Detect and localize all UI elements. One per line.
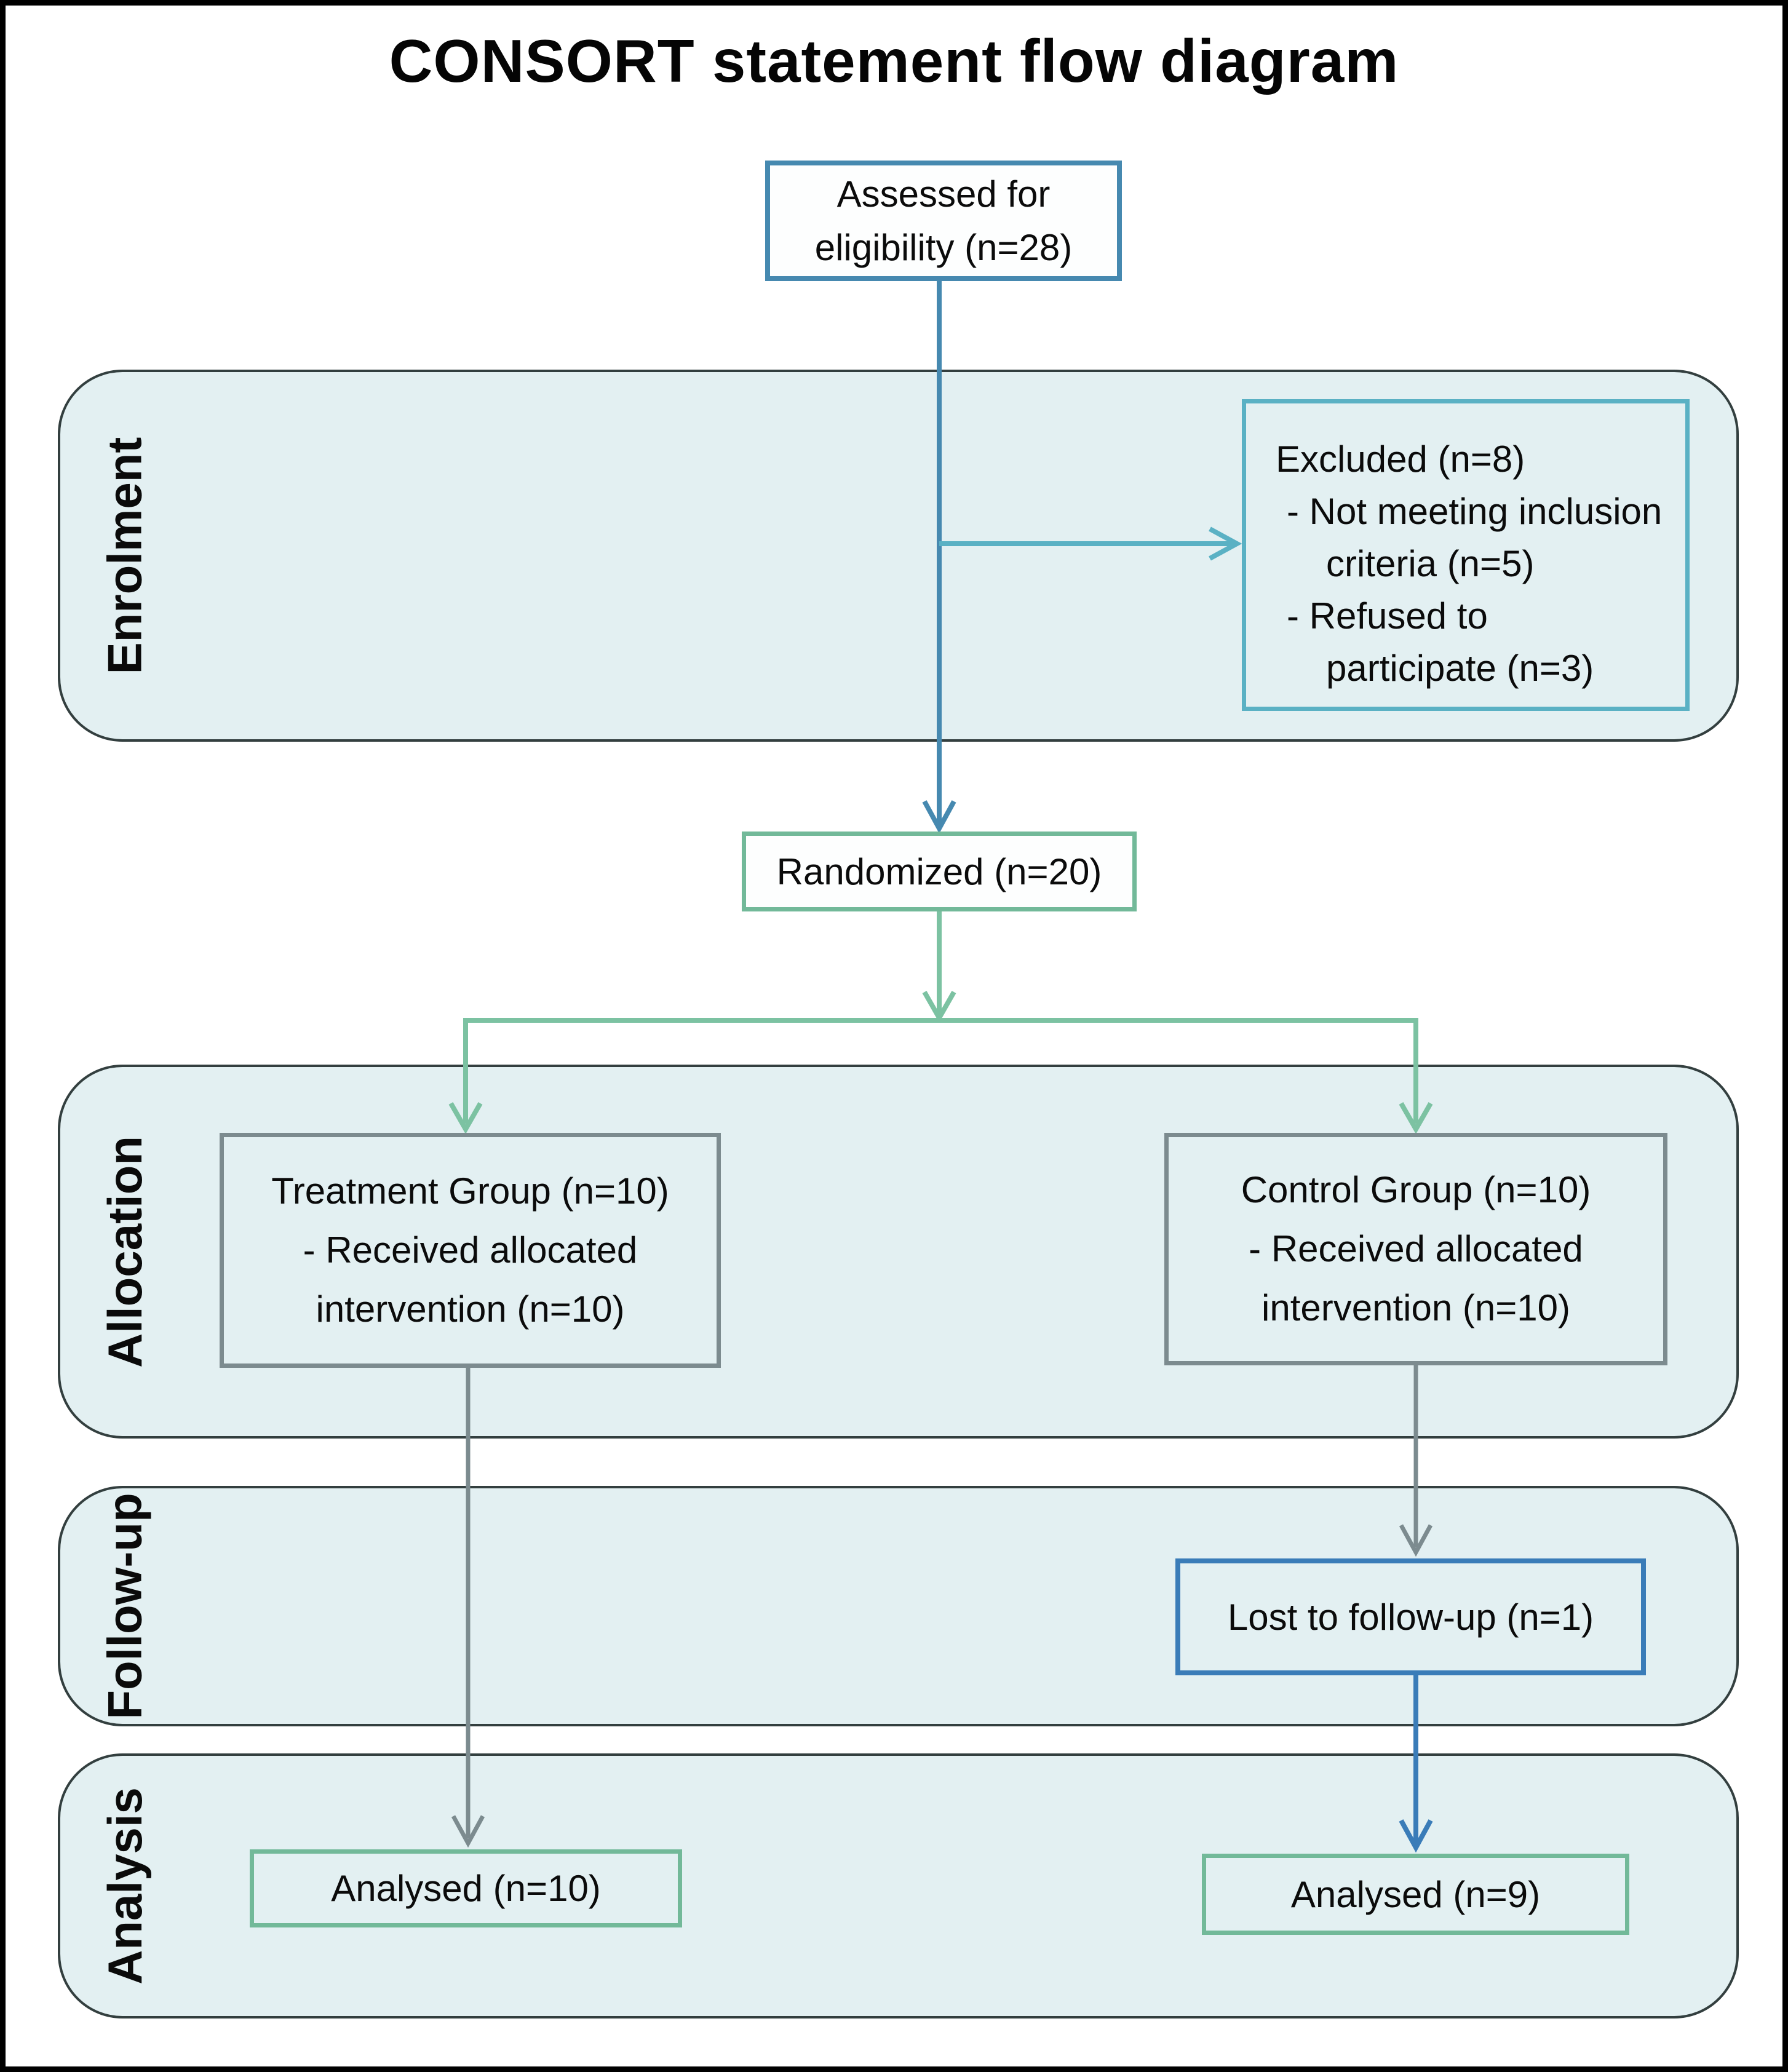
band-analysis-label: Analysis: [97, 1787, 152, 1985]
lost-to-follow-up-box: Lost to follow-up (n=1): [1175, 1558, 1646, 1675]
analysed-treatment-label: Analysed (n=10): [331, 1868, 601, 1909]
assessed-line-1: Assessed for: [836, 173, 1051, 215]
excluded-title: Excluded (n=8): [1276, 439, 1525, 480]
band-follow-up-label-area: Follow-up: [60, 1488, 189, 1724]
band-analysis-label-area: Analysis: [60, 1756, 189, 2016]
band-enrolment-label-area: Enrolment: [60, 372, 189, 739]
excluded-box: Excluded (n=8) - Not meeting inclusion c…: [1242, 399, 1690, 711]
excluded-item-1: - Not meeting inclusion: [1287, 491, 1663, 532]
analysed-treatment-box: Analysed (n=10): [250, 1849, 682, 1927]
randomized-box: Randomized (n=20): [742, 832, 1137, 911]
treatment-line-1: Treatment Group (n=10): [271, 1170, 669, 1212]
excluded-item-2: - Refused to: [1287, 595, 1488, 637]
control-line-3: intervention (n=10): [1262, 1287, 1570, 1328]
excluded-item-1b: criteria (n=5): [1326, 543, 1535, 584]
treatment-group-box: Treatment Group (n=10) - Received alloca…: [220, 1133, 721, 1368]
analysed-control-box: Analysed (n=9): [1202, 1854, 1629, 1935]
analysed-control-label: Analysed (n=9): [1290, 1873, 1541, 1915]
control-line-1: Control Group (n=10): [1241, 1169, 1591, 1210]
excluded-item-2b: participate (n=3): [1326, 648, 1594, 689]
band-follow-up-label: Follow-up: [97, 1493, 152, 1720]
assessed-box: Assessed for eligibility (n=28): [765, 161, 1122, 281]
treatment-line-3: intervention (n=10): [316, 1288, 625, 1330]
randomized-label: Randomized (n=20): [776, 851, 1102, 892]
control-group-box: Control Group (n=10) - Received allocate…: [1164, 1133, 1667, 1365]
assessed-line-2: eligibility (n=28): [814, 227, 1073, 268]
arrow-randomized-to-split: [922, 911, 956, 1023]
treatment-line-2: - Received allocated: [303, 1229, 638, 1271]
band-allocation-label: Allocation: [97, 1135, 152, 1368]
band-allocation-label-area: Allocation: [60, 1067, 189, 1436]
lost-label: Lost to follow-up (n=1): [1227, 1596, 1594, 1638]
control-line-2: - Received allocated: [1249, 1228, 1583, 1269]
band-enrolment-label: Enrolment: [97, 437, 152, 675]
page-title: CONSORT statement flow diagram: [389, 27, 1399, 95]
